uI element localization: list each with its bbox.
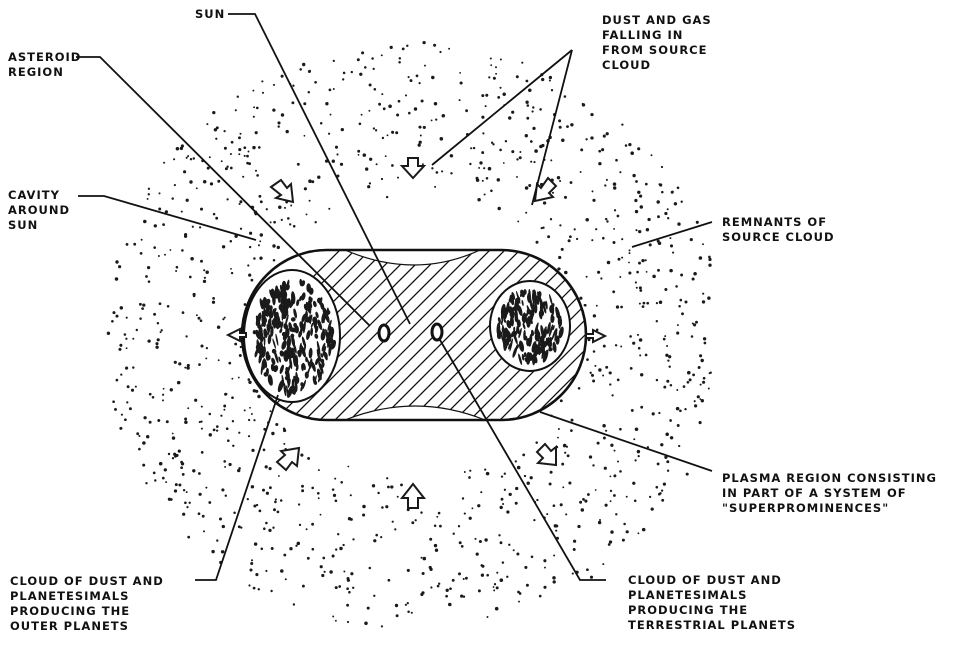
- label-cavity-3: SUN: [8, 218, 38, 232]
- label-terrestrial-1: CLOUD OF DUST AND: [628, 573, 782, 587]
- arrow-lower-right: [537, 444, 556, 465]
- arrow-bottom: [402, 484, 424, 508]
- label-terrestrial-3: PRODUCING THE: [628, 603, 748, 617]
- outer-planets-cloud: [244, 270, 340, 402]
- sun-core-right: [432, 324, 442, 340]
- arrow-top: [402, 158, 424, 178]
- arrow-upper-left: [271, 180, 293, 202]
- leader-outer: [195, 395, 278, 580]
- label-outer-2: PLANETESIMALS: [10, 589, 129, 603]
- label-terrestrial-2: PLANETESIMALS: [628, 588, 747, 602]
- leader-plasma: [540, 412, 712, 471]
- label-outer-1: CLOUD OF DUST AND: [10, 574, 164, 588]
- label-remnants-2: SOURCE CLOUD: [722, 230, 835, 244]
- label-dust-gas-3: FROM SOURCE: [602, 43, 707, 57]
- label-terrestrial-4: TERRESTRIAL PLANETS: [628, 618, 796, 632]
- label-asteroid-1: ASTEROID: [8, 50, 81, 64]
- arrow-lower-left: [277, 448, 299, 470]
- label-sun: SUN: [195, 7, 225, 21]
- leader-remnants: [632, 222, 712, 247]
- leader-cavity: [78, 196, 256, 240]
- leader-dust-gas-left: [432, 50, 572, 165]
- label-plasma-1: PLASMA REGION CONSISTING: [722, 471, 937, 485]
- label-outer-4: OUTER PLANETS: [10, 619, 129, 633]
- label-cavity-1: CAVITY: [8, 188, 60, 202]
- label-dust-gas-1: DUST AND GAS: [602, 13, 712, 27]
- label-remnants-1: REMNANTS OF: [722, 215, 827, 229]
- label-plasma-3: "SUPERPROMINENCES": [722, 501, 889, 515]
- label-outer-3: PRODUCING THE: [10, 604, 130, 618]
- label-plasma-2: IN PART OF A SYSTEM OF: [722, 486, 907, 500]
- label-cavity-2: AROUND: [8, 203, 70, 217]
- label-dust-gas-4: CLOUD: [602, 58, 651, 72]
- label-dust-gas-2: FALLING IN: [602, 28, 683, 42]
- sun-core-left: [379, 325, 389, 341]
- terrestrial-planets-cloud: [490, 281, 570, 371]
- label-asteroid-2: REGION: [8, 65, 64, 79]
- plasma-region: [150, 240, 905, 440]
